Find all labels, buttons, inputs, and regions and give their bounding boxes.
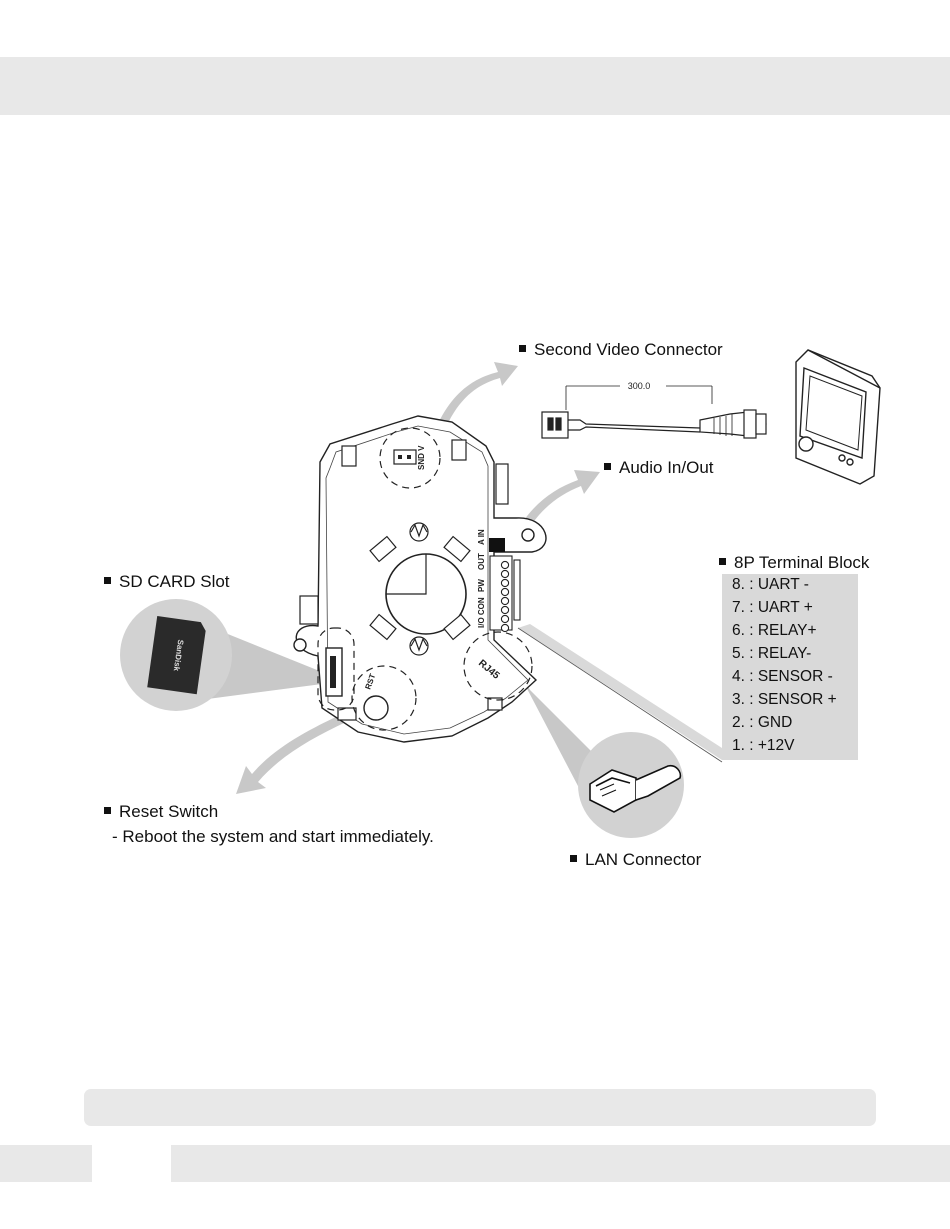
arrow-reset <box>236 714 346 794</box>
label-audio-text: Audio In/Out <box>619 458 714 477</box>
sd-card-icon: SanDisk <box>147 616 207 694</box>
terminal-pin-2: 2. : GND <box>732 714 792 732</box>
label-sd-card: SD CARD Slot <box>104 572 230 592</box>
audio-connector <box>489 538 505 552</box>
terminal-pin-3: 3. : SENSOR + <box>732 691 837 709</box>
out-marking: OUT <box>477 553 486 570</box>
terminal-pin-5: 5. : RELAY- <box>732 645 811 663</box>
reset-button <box>364 696 388 720</box>
monitor-icon <box>796 350 880 484</box>
label-reset-switch-text: Reset Switch <box>119 802 218 821</box>
video-cable <box>542 386 766 438</box>
snd-v-marking: SND V <box>417 445 426 470</box>
io-con-marking: I/O CON <box>477 597 486 628</box>
label-audio: Audio In/Out <box>604 458 714 478</box>
terminal-pin-6: 6. : RELAY+ <box>732 622 817 640</box>
terminal-pin-1: 1. : +12V <box>732 737 794 755</box>
terminal-pin-7: 7. : UART + <box>732 599 813 617</box>
terminal-pin-list: 8. : UART - 7. : UART + 6. : RELAY+ 5. :… <box>722 574 858 760</box>
terminal-block-board <box>490 556 520 632</box>
label-second-video-text: Second Video Connector <box>534 340 723 359</box>
snd-v-connector <box>394 450 416 464</box>
mount-hole-left <box>294 639 306 651</box>
label-lan-text: LAN Connector <box>585 850 701 869</box>
label-terminal-block: 8P Terminal Block <box>719 553 869 573</box>
label-sd-card-text: SD CARD Slot <box>119 572 230 591</box>
mount-hole-right <box>522 529 534 541</box>
a-in-marking: A IN <box>477 529 486 545</box>
terminal-pin-8: 8. : UART - <box>732 576 809 594</box>
pw-marking: PW <box>477 579 486 592</box>
label-lan: LAN Connector <box>570 850 701 870</box>
label-reset-switch: Reset Switch <box>104 802 218 822</box>
reset-note: - Reboot the system and start immediatel… <box>112 827 434 847</box>
cable-dimension: 300.0 <box>628 381 651 391</box>
label-terminal-block-text: 8P Terminal Block <box>734 553 869 572</box>
label-second-video: Second Video Connector <box>519 340 723 360</box>
terminal-pin-4: 4. : SENSOR - <box>732 668 833 686</box>
